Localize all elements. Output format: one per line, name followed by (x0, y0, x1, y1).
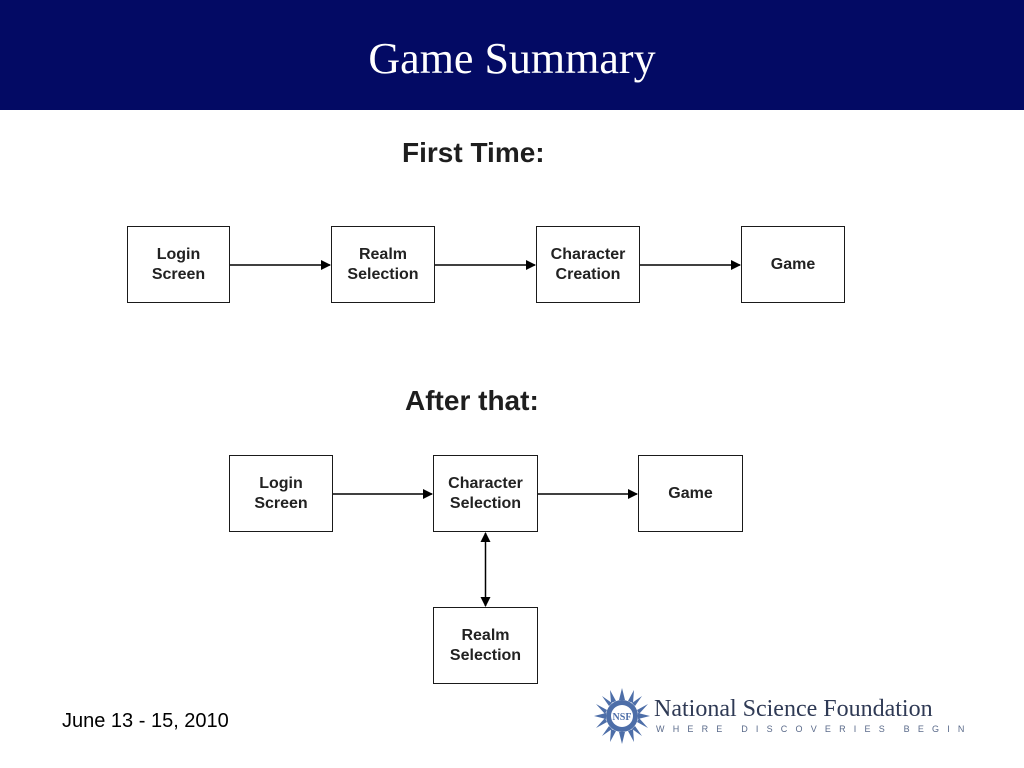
nsf-tagline: WHERE DISCOVERIES BEGIN (656, 724, 973, 734)
node-character-selection: Character Selection (433, 455, 538, 532)
nsf-name: National Science Foundation (654, 696, 933, 722)
footer-date: June 13 - 15, 2010 (62, 710, 229, 732)
page-title: Game Summary (368, 34, 656, 83)
node-realm-selection-first: Realm Selection (331, 226, 435, 303)
nsf-seal-text: NSF (613, 712, 632, 723)
node-login-screen-after: Login Screen (229, 455, 333, 532)
section-label-after-that: After that: (405, 385, 539, 416)
title-bar (0, 0, 1024, 110)
node-game-first: Game (741, 226, 845, 303)
nsf-seal-icon: NSF (594, 688, 650, 744)
section-label-first-time: First Time: (402, 137, 545, 168)
node-game-after: Game (638, 455, 743, 532)
node-login-screen-first: Login Screen (127, 226, 230, 303)
node-character-creation: Character Creation (536, 226, 640, 303)
nsf-logo-block: NSF National Science Foundation WHERE DI… (582, 684, 964, 750)
node-realm-selection-after: Realm Selection (433, 607, 538, 684)
